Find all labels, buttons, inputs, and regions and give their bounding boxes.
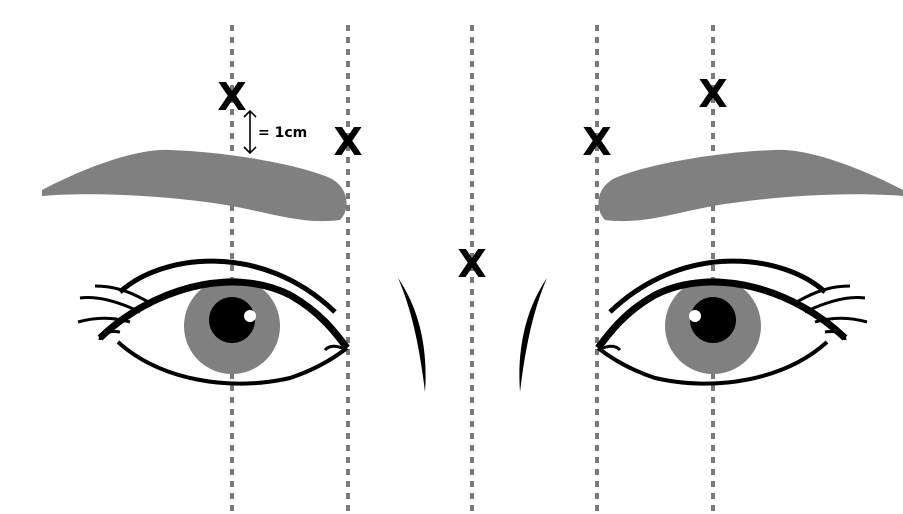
marker-center: X [457, 242, 486, 286]
marker-brow-arch-right: X [698, 72, 727, 116]
double-arrow-icon [243, 109, 257, 155]
left-lashes [77, 284, 346, 352]
left-lower-lid [116, 340, 349, 386]
left-eye-crease [118, 258, 337, 314]
left-pupil [209, 297, 255, 343]
left-eye-group [42, 149, 426, 392]
marker-brow-arch-left: X [217, 75, 246, 119]
left-highlight [244, 310, 256, 322]
guide-lines [230, 25, 715, 514]
measurement-indicator: = 1cm [243, 109, 307, 155]
left-upper-lid [97, 278, 350, 351]
marker-brow-start-right: X [582, 120, 611, 164]
marker-brow-start-left: X [333, 120, 362, 164]
left-nose-line [398, 278, 426, 392]
placement-markers: X X X X X [217, 72, 727, 286]
measure-label: = 1cm [258, 125, 307, 141]
left-eyebrow [42, 149, 347, 222]
